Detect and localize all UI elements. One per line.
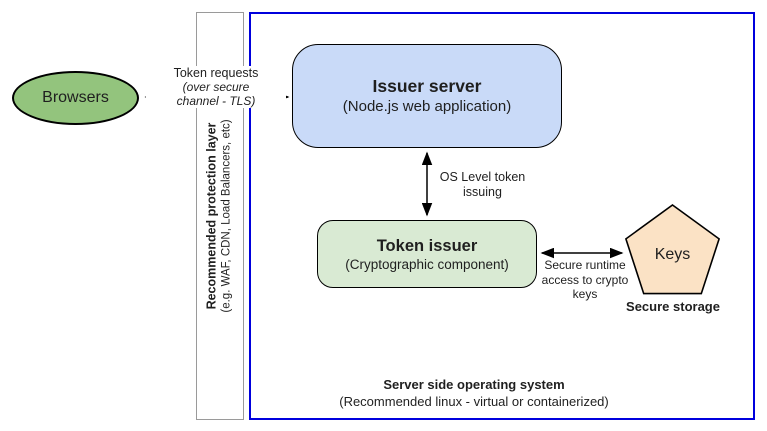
os-boundary-caption: Server side operating system (Recommende… [324,377,624,410]
secure-runtime-line2: access to crypto [541,272,629,287]
issuer-server-subtitle: (Node.js web application) [342,98,512,115]
browsers-ellipse: Browsers [12,71,139,125]
secure-storage-label: Secure storage [626,299,720,314]
token-issuer-subtitle: (Cryptographic component) [345,256,509,272]
os-token-issuing-line1: OS Level token [439,170,526,184]
os-boundary-box [249,12,755,420]
secure-runtime-line3: keys [572,287,598,301]
token-issuer-title: Token issuer [376,236,478,255]
token-requests-note-line1: (over secure [182,80,250,94]
secure-runtime-edge-label: Secure runtime access to crypto keys [533,258,637,302]
os-token-issuing-edge-label: OS Level token issuing [430,170,535,200]
browsers-label: Browsers [42,89,109,106]
issuer-server-title: Issuer server [372,76,482,96]
protection-layer-subtitle: (e.g. WAF, CDN, Load Balancers, etc) [221,119,234,313]
os-boundary-subtitle: (Recommended linux - virtual or containe… [339,393,609,409]
secure-runtime-line1: Secure runtime [544,258,626,272]
protection-layer-title: Recommended protection layer [205,122,220,310]
keys-label: Keys [654,246,691,263]
os-boundary-title: Server side operating system [383,377,565,392]
os-token-issuing-line2: issuing [463,185,502,199]
protection-layer-text: Recommended protection layer (e.g. WAF, … [205,119,235,312]
token-requests-edge-label: Token requests (over secure channel - TL… [146,66,286,108]
token-requests-note-line2: channel - TLS) [176,94,256,108]
token-requests-text: Token requests [173,66,259,80]
token-issuer-box: Token issuer (Cryptographic component) [317,220,537,288]
issuer-server-box: Issuer server (Node.js web application) [292,44,562,148]
